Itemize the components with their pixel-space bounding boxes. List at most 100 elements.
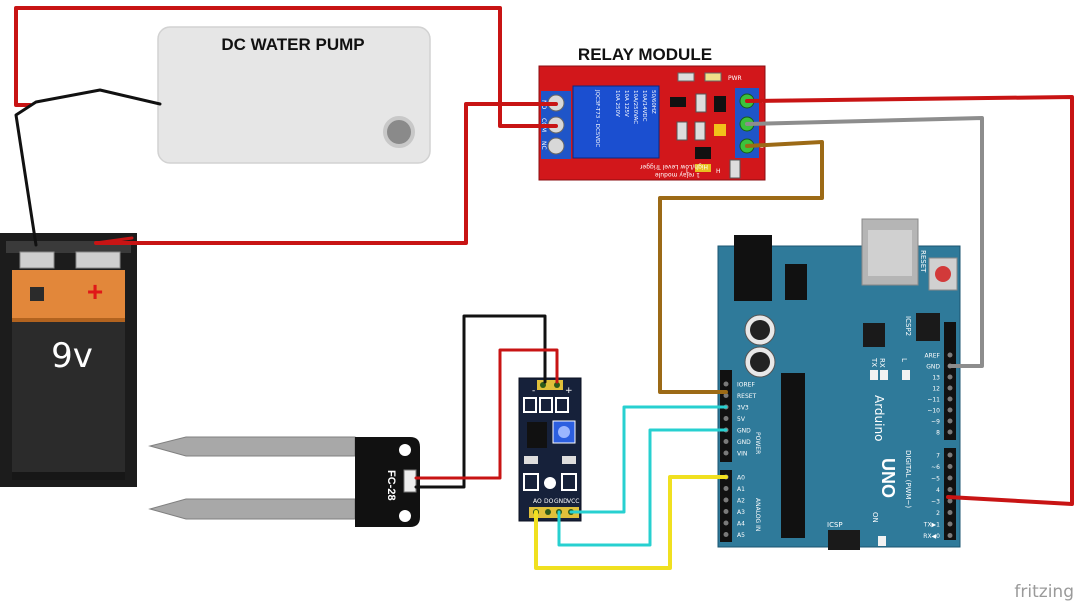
digital-pin-label: 2 (936, 510, 940, 517)
relay-spec-text: 50/60HZ (650, 90, 656, 114)
battery-minus-mark (30, 287, 44, 301)
module-top-header (537, 380, 563, 390)
module-pin-label: DO (544, 498, 554, 505)
analog-header-label: ANALOG IN (754, 498, 761, 531)
battery-label: 9v (51, 336, 93, 376)
relay-spec-text: 10A/250VAC (632, 90, 638, 124)
module-pin-label: AO (533, 498, 542, 505)
digital-pin-label: ~5 (931, 476, 940, 483)
power-pin-label: VIN (737, 451, 747, 458)
digital-pin-socket (947, 407, 953, 413)
relay-title: RELAY MODULE (578, 45, 712, 64)
digital-pin-label: ~9 (931, 419, 940, 426)
power-pin-socket (723, 416, 729, 421)
digital-pin-socket (947, 487, 953, 492)
arduino-brand: Arduino (872, 395, 886, 441)
relay-terminal-label: NC (540, 141, 547, 150)
icsp2-label: ICSP2 (904, 316, 912, 336)
wire-probe-red (414, 348, 559, 480)
wire-relay-signal (658, 140, 824, 394)
icsp2-header (916, 313, 940, 341)
reset-label: RESET (919, 250, 927, 273)
digital-pin-socket (947, 521, 953, 527)
relay-jumper-label: L (686, 168, 690, 175)
pump-outlet (383, 116, 415, 148)
digital-pin-socket (947, 452, 953, 458)
power-header-label: POWER (754, 432, 761, 454)
digital-pin-label: 13 (932, 375, 940, 382)
wires (14, 6, 1074, 570)
digital-pin-socket (947, 498, 953, 504)
digital-pin-label: 8 (936, 430, 940, 437)
on-label: ON (871, 512, 879, 523)
soil-moisture-probe: FC-28 (148, 436, 420, 527)
digital-pin-label: 4 (936, 487, 940, 494)
digital-pin-label: TX▶1 (923, 522, 940, 529)
digital-pin-label: RX◀0 (923, 533, 940, 540)
wire-module-vcc (569, 405, 728, 514)
wire-battery-stub (94, 236, 134, 245)
sensor-module: - + AO DO GND VCC (518, 377, 582, 522)
wire-pump-black (14, 88, 162, 247)
digital-pin-socket (947, 429, 953, 435)
analog-pin-label: A5 (737, 532, 745, 539)
relay-model-text: JQC3F-T73 - DC5VDC (594, 89, 600, 147)
power-pin-label: IOREF (737, 382, 755, 389)
digital-pin-label: ~3 (931, 499, 940, 506)
wire-module-ao (534, 475, 728, 570)
digital-pin-socket (947, 396, 953, 402)
digital-pin-label: ~10 (927, 408, 940, 415)
rx-label: RX (878, 358, 886, 368)
relay-cube (572, 85, 660, 159)
analog-pin-socket (723, 509, 729, 514)
relay-spec-text: 10A 250V (614, 90, 620, 117)
barrel-jack (734, 235, 772, 301)
power-pin-socket (723, 381, 729, 387)
digital-pin-label: AREF (924, 353, 940, 360)
comparator-chip (527, 422, 547, 448)
digital-pin-label: ~11 (927, 397, 940, 404)
relay-board-text: High/Low Level Trigger (639, 163, 708, 170)
battery-terminal-pos (75, 251, 121, 269)
analog-pin-socket (723, 486, 729, 491)
wire-module-gnd (557, 428, 728, 547)
wire-probe-black (414, 314, 547, 489)
digital-pin-label: 7 (936, 453, 940, 460)
digital-pin-label: ~6 (931, 464, 940, 471)
voltage-regulator (785, 264, 807, 300)
relay-pwr-label: PWR (728, 75, 742, 82)
analog-pin-socket (723, 497, 729, 503)
digital-pin-socket (947, 475, 953, 481)
tx-label: TX (870, 357, 878, 367)
power-pin-label: RESET (737, 393, 757, 400)
wire-relay-gnd (745, 116, 984, 368)
digital-pin-socket (947, 374, 953, 380)
relay-spec-text: 10A 125V (623, 90, 629, 117)
pump-label: DC WATER PUMP (221, 35, 364, 54)
battery-terminal-neg (19, 251, 55, 269)
water-pump: DC WATER PUMP (157, 26, 431, 164)
power-pin-label: GND (737, 428, 751, 435)
relay-board-text: 1 relay module (655, 171, 700, 178)
battery: + 9v (0, 233, 137, 487)
analog-header (720, 470, 732, 542)
analog-pin-label: A1 (737, 486, 745, 493)
icsp-label: ICSP (827, 521, 843, 529)
digital-header-label: DIGITAL (PWM~) (904, 450, 912, 508)
power-pin-label: 5V (737, 416, 746, 423)
fritzing-watermark: fritzing (1014, 582, 1074, 602)
digital-pin-label: 12 (932, 386, 940, 393)
digital-pin-socket (947, 464, 953, 469)
battery-plus-mark: + (87, 276, 103, 307)
digital-pin-socket (947, 533, 953, 538)
power-pin-socket (723, 393, 729, 398)
atmega-chip (781, 373, 805, 538)
wire-pump-red-loop (14, 6, 558, 128)
digital-pin-socket (947, 418, 953, 424)
module-pin-label: VCC (567, 498, 579, 505)
analog-pin-socket (723, 520, 729, 526)
digital-pin-socket (947, 510, 953, 515)
arduino-model: UNO (878, 458, 898, 498)
l-led-label: L (900, 358, 908, 362)
